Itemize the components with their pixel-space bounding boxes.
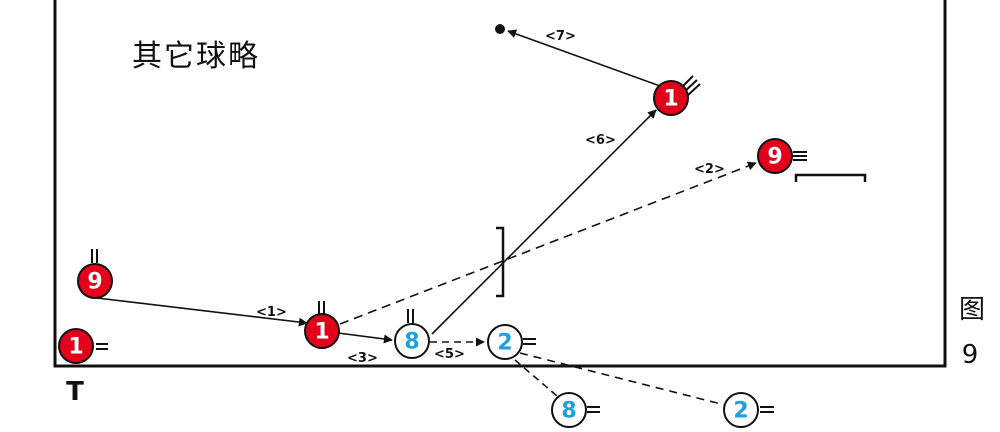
figure-label: 图 [959,295,985,325]
ball-1-mid: 1 [304,301,340,349]
path-9-to-1 [96,297,308,327]
svg-text:1: 1 [663,87,678,112]
path-1-top-to-end [507,29,661,87]
step-label-5: <5> [434,347,465,362]
ball-1-start: 1 [58,328,108,364]
svg-text:2: 2 [497,331,512,356]
ball-1-top: 1 [653,75,701,116]
step-label-6: <6> [585,133,616,148]
step-label-1: <1> [256,305,287,320]
step-label-7: <7> [545,29,576,44]
ball-2-end: 2 [723,392,774,428]
path-1-to-9-dashed [339,161,757,325]
path-8-to-1-top [431,109,657,335]
svg-text:1: 1 [68,335,83,360]
svg-text:9: 9 [767,145,782,170]
svg-text:8: 8 [561,399,576,424]
figure-number: 9 [962,340,979,370]
svg-text:9: 9 [87,270,102,295]
path-2-to-8-dashed [514,359,558,397]
path-1-to-8 [337,332,393,344]
balls-layer: 1 9 1 8 2 [58,75,807,428]
end-point-dot [495,24,505,34]
ball-8-end: 8 [551,392,600,428]
step-label-2: <2> [694,162,725,177]
step-label-3: <3> [347,351,378,366]
svg-text:2: 2 [733,399,748,424]
svg-text:8: 8 [404,330,419,355]
ball-2-start: 2 [487,324,536,360]
path-2-to-2-dashed [519,352,726,406]
start-marker: T [66,377,84,407]
bracket-right [794,173,867,182]
ball-8-start: 8 [394,309,430,359]
ball-9-start: 9 [77,249,113,299]
table-rail [53,0,947,368]
diagram-title: 其它球略 [132,39,260,74]
svg-text:1: 1 [314,320,329,345]
ball-9-end: 9 [757,138,807,174]
